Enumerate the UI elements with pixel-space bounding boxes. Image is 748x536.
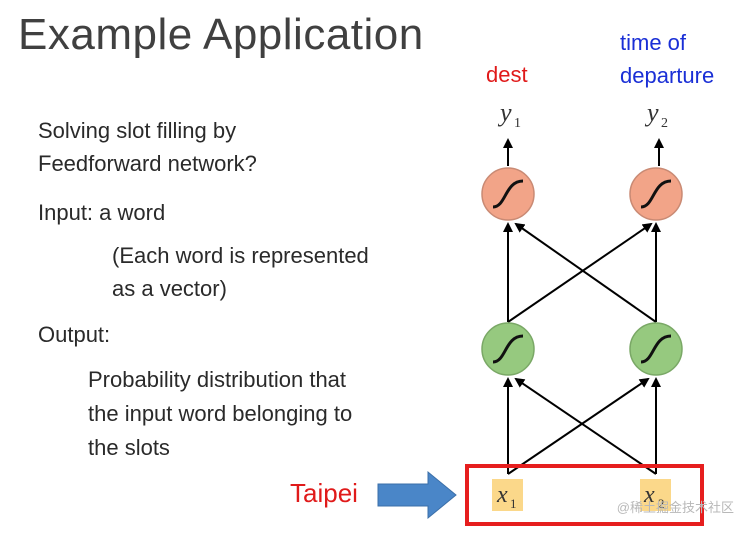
sigmoid-icon	[492, 179, 524, 209]
x2-symbol: x	[643, 482, 655, 508]
sigmoid-icon	[640, 334, 672, 364]
label-dest: dest	[486, 62, 528, 87]
edge-h2-o1	[514, 222, 657, 323]
label-time-of: time of	[620, 30, 687, 55]
bullet-question-line2: Feedforward network?	[38, 151, 257, 176]
y2-subscript: 2	[661, 116, 668, 131]
output-desc-line1: Probability distribution that	[88, 367, 347, 392]
x2-subscript: 2	[658, 496, 665, 511]
output-desc-line2: the input word belonging to	[88, 401, 353, 426]
input-note-line1: (Each word is represented	[112, 243, 369, 268]
hidden-neuron-2	[629, 322, 683, 376]
output-neuron-1	[481, 167, 535, 221]
watermark: @稀土掘金技术社区	[616, 500, 734, 515]
edge-x1-h2	[507, 377, 650, 475]
bullet-input: Input: a word	[38, 200, 166, 225]
bullet-question-line1: Solving slot filling by	[38, 118, 237, 143]
edge-h1-o2	[507, 222, 653, 323]
label-departure: departure	[620, 63, 715, 88]
sigmoid-icon	[640, 179, 672, 209]
input-note-line2: as a vector)	[112, 276, 227, 301]
y1-symbol: y	[497, 98, 512, 127]
input-box-x1	[492, 479, 523, 511]
sigmoid-icon	[492, 334, 524, 364]
y1-subscript: 1	[514, 116, 521, 131]
edge-x2-h1	[514, 377, 657, 475]
input-box-x2	[640, 479, 671, 511]
bullet-output: Output:	[38, 322, 111, 347]
x1-subscript: 1	[510, 496, 517, 511]
input-arrow-icon	[377, 470, 457, 520]
x1-symbol: x	[496, 482, 508, 508]
input-highlight-box	[465, 464, 704, 526]
slide-title: Example Application	[18, 10, 424, 59]
output-neuron-2	[629, 167, 683, 221]
output-desc-line3: the slots	[88, 435, 170, 460]
hidden-neuron-1	[481, 322, 535, 376]
input-word-taipei: Taipei	[290, 478, 358, 508]
y2-symbol: y	[644, 98, 659, 127]
